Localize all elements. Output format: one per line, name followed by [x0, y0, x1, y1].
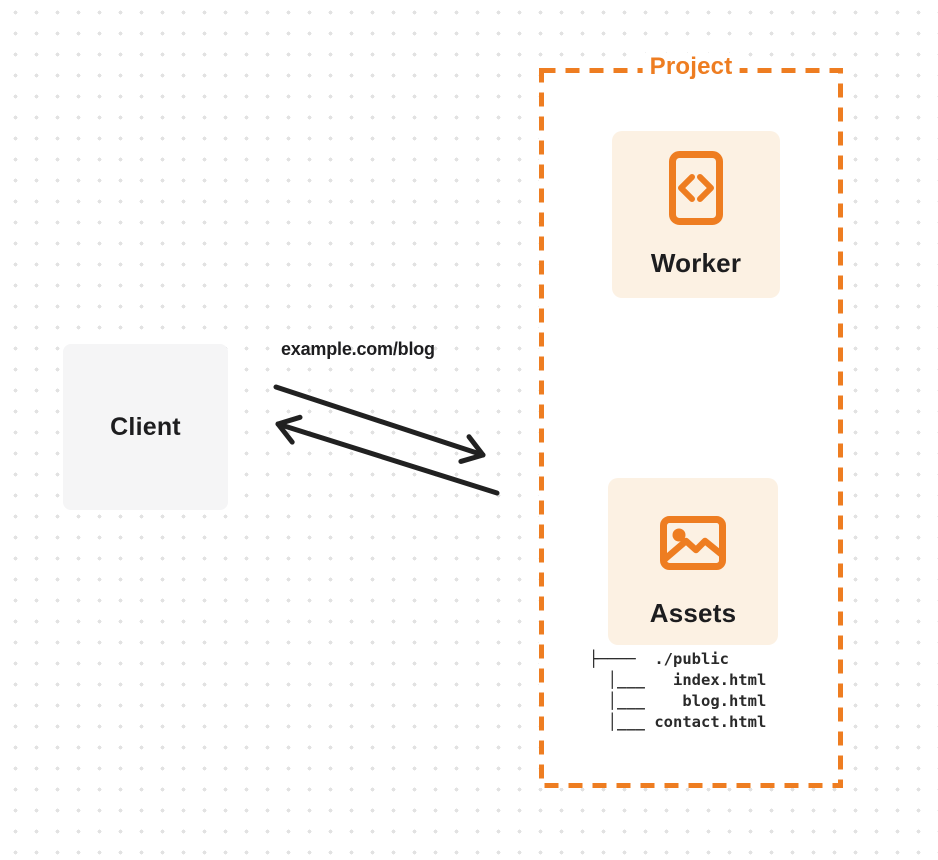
image-icon [660, 516, 726, 570]
assets-file-tree: ├──── ./public │___ index.html │___ blog… [589, 650, 767, 731]
project-title: Project [642, 53, 740, 81]
assets-node: Assets [608, 478, 778, 645]
client-label: Client [110, 412, 181, 441]
project-container: Project Worker Assets [539, 53, 843, 788]
response-arrow [275, 414, 500, 496]
request-arrow [273, 384, 486, 464]
request-url-label: example.com/blog [281, 339, 435, 359]
client-node: Client [63, 344, 228, 510]
code-icon [669, 151, 723, 225]
assets-label: Assets [649, 598, 737, 628]
worker-label: Worker [650, 248, 742, 278]
worker-node: Worker [612, 131, 780, 298]
